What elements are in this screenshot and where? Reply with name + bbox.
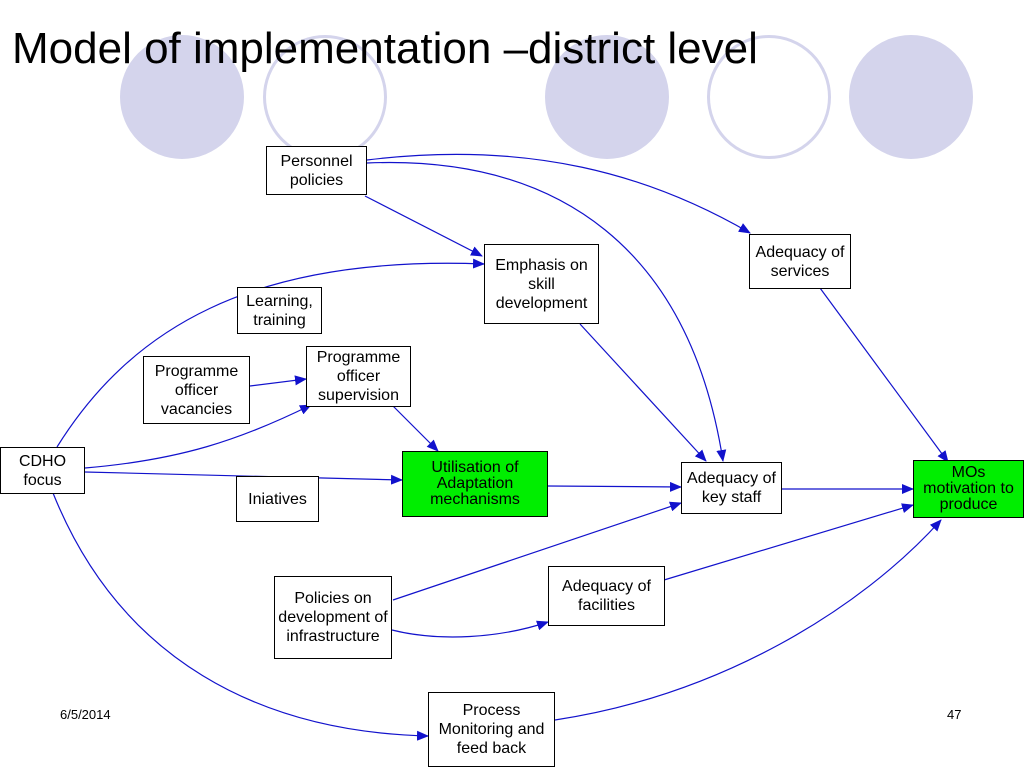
node-label: Adequacy of key staff xyxy=(687,470,776,506)
node-policies-infrastructure: Policies on development of infrastructur… xyxy=(274,576,392,659)
decor-circle xyxy=(707,35,831,159)
edge-personnel-to-services xyxy=(366,153,751,234)
node-label: Programme officer supervision xyxy=(316,349,401,404)
edge-cdho-to-emphasis xyxy=(56,258,485,448)
decor-circle xyxy=(849,35,973,159)
node-mos-motivation: MOs motivation to produce xyxy=(913,460,1024,518)
node-label: Utilisation of Adaptation mechanisms xyxy=(430,459,520,508)
node-label: Personnel policies xyxy=(280,152,353,189)
node-programme-officer-vacancies: Programme officer vacancies xyxy=(143,356,250,424)
node-cdho-focus: CDHO focus xyxy=(0,447,85,494)
decor-circle xyxy=(120,35,244,159)
node-programme-officer-supervision: Programme officer supervision xyxy=(306,346,411,407)
edge-vacancies-to-supervision xyxy=(249,375,307,387)
node-label: Emphasis on skill development xyxy=(495,256,588,312)
edge-utilisation-to-keystaff xyxy=(547,481,682,492)
node-initiatives: Iniatives xyxy=(236,476,319,522)
edge-infrastructure-to-keystaff xyxy=(392,501,682,601)
edge-supervision-to-utilisation xyxy=(392,405,439,452)
node-emphasis-skill-development: Emphasis on skill development xyxy=(484,244,599,324)
node-label: CDHO focus xyxy=(18,452,67,489)
node-adequacy-of-services: Adequacy of services xyxy=(749,234,851,289)
edge-emphasis-to-keystaff xyxy=(579,323,707,462)
footer-page-number: 47 xyxy=(947,707,962,722)
node-utilisation-adaptation-mechanisms: Utilisation of Adaptation mechanisms xyxy=(402,451,548,517)
edge-facilities-to-mos xyxy=(663,503,914,581)
node-adequacy-of-facilities: Adequacy of facilities xyxy=(548,566,665,626)
node-label: MOs motivation to produce xyxy=(923,464,1014,513)
node-personnel-policies: Personnel policies xyxy=(266,146,367,195)
node-label: Learning, training xyxy=(246,292,313,329)
footer-date: 6/5/2014 xyxy=(60,707,111,722)
node-label: Policies on development of infrastructur… xyxy=(278,590,388,645)
edge-cdho-to-supervision xyxy=(84,404,312,469)
edge-infrastructure-to-facilities xyxy=(391,620,549,638)
node-label: Process Monitoring and feed back xyxy=(438,702,545,757)
node-label: Adequacy of services xyxy=(755,243,845,280)
edge-services-to-mos xyxy=(819,287,949,463)
node-adequacy-of-key-staff: Adequacy of key staff xyxy=(681,462,782,514)
edge-personnel-to-keystaff xyxy=(366,161,727,462)
node-label: Programme officer vacancies xyxy=(154,362,239,418)
node-label: Iniatives xyxy=(248,490,307,508)
edge-cdho-to-monitoring xyxy=(52,492,429,741)
edge-monitoring-to-mos xyxy=(554,519,942,721)
node-label: Adequacy of facilities xyxy=(562,578,651,614)
decor-circle xyxy=(545,35,669,159)
slide-title: Model of implementation –district level xyxy=(12,24,758,73)
node-process-monitoring: Process Monitoring and feed back xyxy=(428,692,555,767)
node-learning-training: Learning, training xyxy=(237,287,322,334)
edge-personnel-to-emphasis xyxy=(364,195,483,257)
